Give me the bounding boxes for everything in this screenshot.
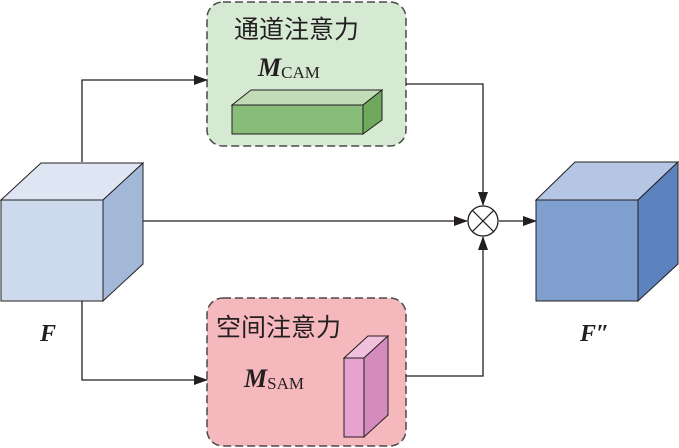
cam-block-top — [230, 89, 384, 106]
spatial-attention-module: 空间注意力 MSAM — [206, 297, 407, 447]
multiply-operator — [467, 205, 499, 237]
connections — [81, 75, 537, 385]
input-label: F — [39, 321, 56, 347]
input-cube-front — [0, 199, 104, 302]
cam-block-front — [231, 104, 364, 135]
input-feature-cube — [0, 161, 145, 303]
channel-attention-module: 通道注意力 MCAM — [206, 1, 407, 147]
spatial-attention-title: 空间注意力 — [216, 313, 341, 342]
channel-attention-block — [230, 88, 384, 135]
edge-cam-to-operator — [406, 83, 488, 206]
output-label: F″ — [579, 321, 609, 347]
m-sam-label: MSAM — [243, 364, 304, 393]
channel-attention-title: 通道注意力 — [234, 15, 359, 44]
output-feature-cube — [534, 160, 679, 303]
edge-f-to-sam — [81, 301, 208, 385]
edge-sam-to-operator — [406, 236, 488, 377]
m-cam-label: MCAM — [257, 53, 320, 82]
sam-block-front — [343, 357, 365, 438]
edge-f-to-cam — [81, 75, 208, 162]
spatial-attention-block — [342, 334, 390, 439]
output-cube-front — [535, 199, 639, 302]
